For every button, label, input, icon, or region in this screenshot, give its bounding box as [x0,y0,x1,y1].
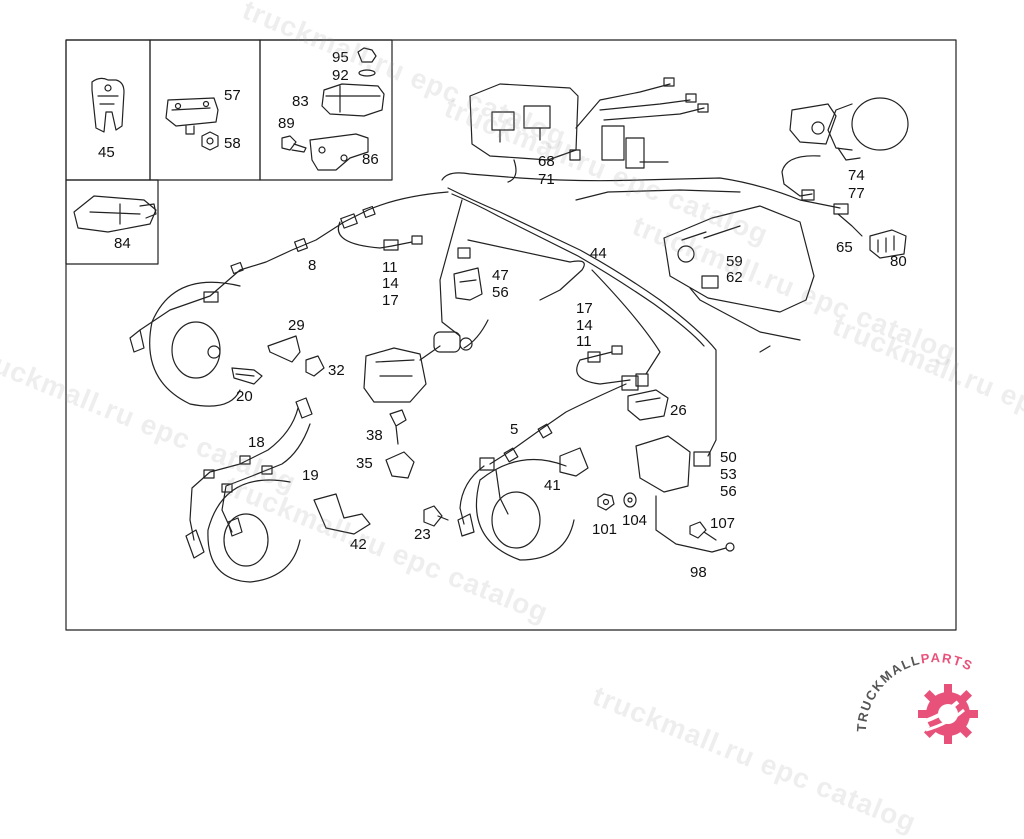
callout-19: 19 [302,467,319,484]
part-38-bolt [389,409,407,445]
callout-14-upper: 14 [382,275,399,292]
callout-8: 8 [308,257,317,274]
part-47-bracket [453,267,483,301]
part-20-sensor [231,367,263,385]
callout-59: 59 [726,253,743,270]
logo-text-accent: PARTS [920,650,976,674]
callout-11-lower: 11 [576,333,592,350]
callout-17-upper: 17 [382,292,399,309]
callout-42: 42 [350,536,367,553]
callout-57: 57 [224,87,241,104]
callout-74: 74 [848,167,865,184]
callout-62: 62 [726,269,743,286]
part-95-nut [357,47,377,63]
callout-83: 83 [292,93,309,110]
callout-35: 35 [356,455,373,472]
callout-23: 23 [414,526,431,543]
callout-84: 84 [114,235,131,252]
diagram-frame [65,39,957,631]
callout-101: 101 [592,521,618,538]
callout-20: 20 [236,388,253,405]
callout-107: 107 [710,515,736,532]
callout-86: 86 [362,151,379,168]
part-80-connector [869,229,907,259]
part-86-bracket [309,133,369,171]
callout-68: 68 [538,153,555,170]
callout-47: 47 [492,267,509,284]
callout-56-upper: 56 [492,284,509,301]
callout-38: 38 [366,427,383,444]
part-50-plate [635,435,691,493]
part-89-bolt [281,135,307,153]
brake-discs [149,281,575,583]
part-41-holder [559,447,589,477]
part-59-cover [663,205,815,313]
part-83-module [321,83,385,117]
part-57-bracket [165,97,219,135]
callout-29: 29 [288,317,305,334]
part-35-clip [385,451,415,479]
wiring-harness [139,83,863,553]
callout-98: 98 [690,564,707,581]
gear-icon [918,684,978,744]
callout-58: 58 [224,135,241,152]
sensor-heads [129,329,475,559]
callout-80: 80 [890,253,907,270]
callout-32: 32 [328,362,345,379]
callout-26: 26 [670,402,687,419]
part-23-bolt [423,505,449,527]
part-84-box [73,195,157,233]
callout-17-lower: 17 [576,300,593,317]
diagram-drawing [65,39,957,631]
inset-frames [65,39,393,265]
callout-77: 77 [848,185,865,202]
callout-71: 71 [538,171,555,188]
part-32-clip [305,355,325,377]
callout-18: 18 [248,434,265,451]
truckmall-logo: TRUCKMALLPARTS [854,650,978,744]
callout-50: 50 [720,449,737,466]
part-92-washer [358,69,376,77]
part-26-bracket [627,389,669,421]
central-valve-assembly [363,331,473,403]
part-107-bolt [689,521,717,541]
callout-53: 53 [720,466,737,483]
harness-connectors [203,77,849,493]
callout-89: 89 [278,115,295,132]
callout-104: 104 [622,512,648,529]
callout-95: 95 [332,49,349,66]
part-68-control-unit [469,83,579,183]
callout-41: 41 [544,477,561,494]
callout-11-upper: 11 [382,259,398,276]
part-101-nut [597,493,615,511]
callout-92: 92 [332,67,349,84]
callout-14-lower: 14 [576,317,593,334]
relay-blocks [601,125,645,169]
logo-text-primary: TRUCKMALL [854,652,923,732]
callout-44: 44 [590,245,607,262]
part-29-bracket [267,335,301,363]
part-58-nut [201,131,219,151]
part-42-valve [313,493,371,535]
part-45-clip [91,77,125,133]
callout-56-lower: 56 [720,483,737,500]
callout-5: 5 [510,421,519,438]
callout-65: 65 [836,239,853,256]
part-104-washer [623,492,637,508]
part-74-pump-motor [789,97,909,161]
callout-45: 45 [98,144,115,161]
